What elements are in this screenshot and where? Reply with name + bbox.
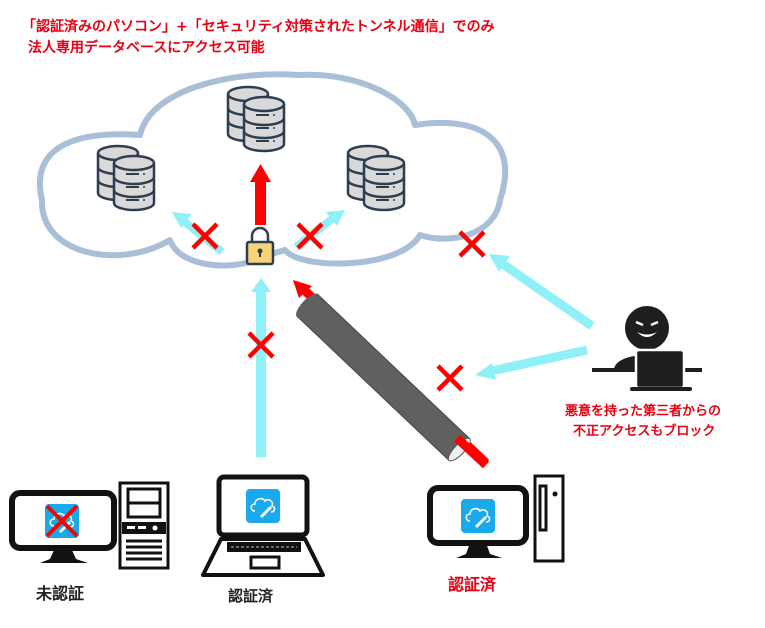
cross-mark-icon xyxy=(438,366,462,390)
attacker-note-line-1: 悪意を持った第三者からの xyxy=(565,404,722,419)
cloud-outline xyxy=(37,71,508,269)
headline-line-2: 法人専用データベースにアクセス可能 xyxy=(28,40,265,56)
secure-tunnel xyxy=(293,280,490,469)
hacker-icon xyxy=(592,306,702,391)
label-unauthenticated: 未認証 xyxy=(36,584,85,603)
blocked-arrow-laptop xyxy=(251,278,271,457)
label-authenticated-desktop: 認証済 xyxy=(448,575,497,594)
authenticated-desktop xyxy=(427,474,565,563)
allowed-arrow-up xyxy=(250,164,271,225)
authenticated-laptop xyxy=(201,474,325,577)
attacker-arrow-lower xyxy=(475,345,588,380)
attacker-note-line-2: 不正アクセスもブロック xyxy=(573,424,716,439)
attacker-arrow-upper xyxy=(489,254,595,330)
cross-mark-icon xyxy=(45,504,79,538)
label-authenticated-laptop: 認証済 xyxy=(228,587,274,605)
padlock-icon xyxy=(245,226,275,266)
headline-line-1: 「認証済みのパソコン」+「セキュリティ対策されたトンネル通信」でのみ xyxy=(22,19,495,35)
unauthenticated-pc xyxy=(9,481,170,570)
